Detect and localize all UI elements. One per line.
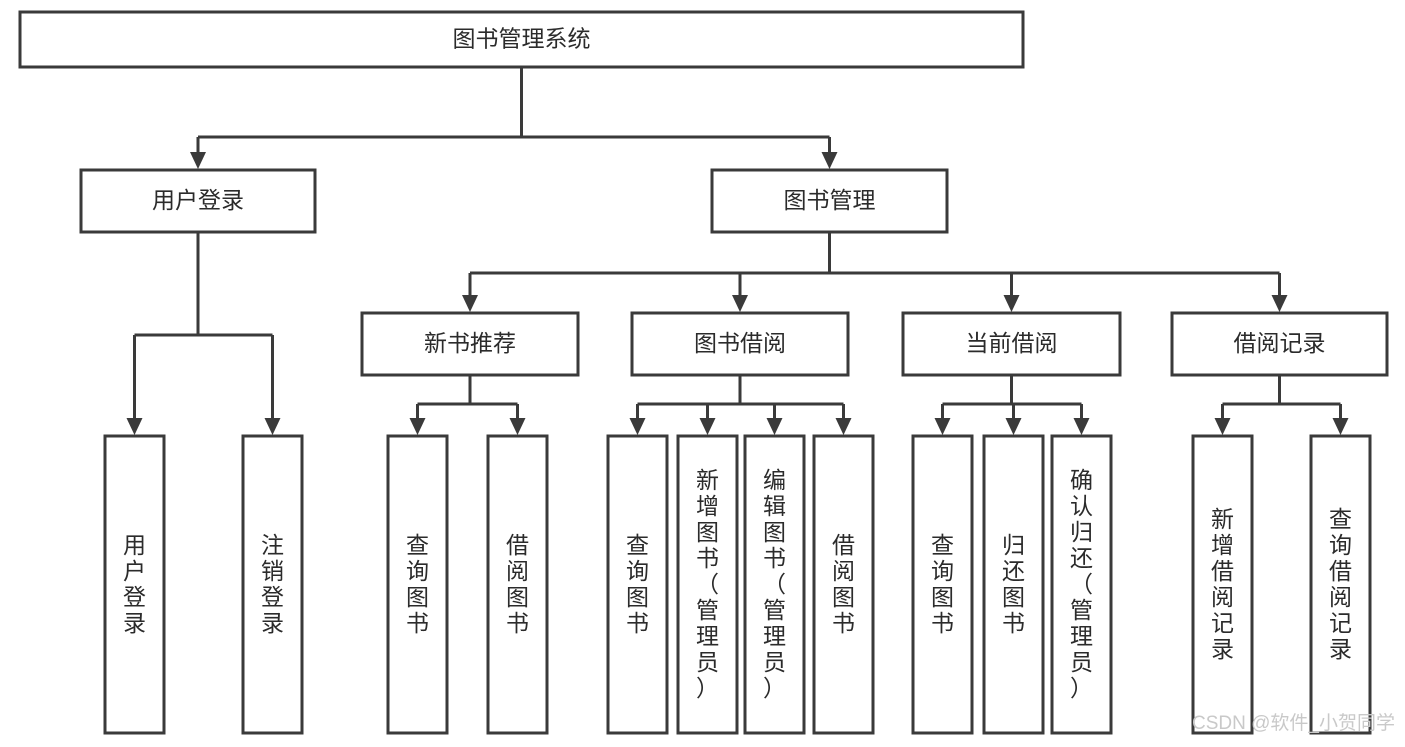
node-box-new-book-recommend[interactable] bbox=[360, 311, 580, 377]
connector-arrow-icon bbox=[1332, 418, 1349, 435]
node-label-leaf-query-books-borrow: 查询图书 bbox=[626, 532, 649, 636]
node-leaf-edit-book-admin[interactable]: 编辑图书（管理员） bbox=[743, 434, 806, 735]
node-current-borrow[interactable]: 当前借阅 bbox=[901, 311, 1122, 377]
node-leaf-add-book-admin[interactable]: 新增图书（管理员） bbox=[676, 434, 739, 735]
node-label-leaf-confirm-return-admin: 确认归还（管理员） bbox=[1070, 467, 1093, 701]
node-box-book-borrow[interactable] bbox=[630, 311, 850, 377]
node-box-leaf-query-books-recommend[interactable] bbox=[386, 434, 449, 735]
connector-arrow-icon bbox=[1005, 418, 1022, 435]
connector-arrow-icon bbox=[1214, 418, 1231, 435]
node-box-leaf-add-borrow-record[interactable] bbox=[1191, 434, 1254, 735]
node-label-leaf-borrow-books-recommend: 借阅图书 bbox=[506, 532, 529, 636]
node-leaf-query-books-current[interactable]: 查询图书 bbox=[911, 434, 974, 735]
node-leaf-borrow-books-borrow[interactable]: 借阅图书 bbox=[812, 434, 875, 735]
node-box-leaf-return-books[interactable] bbox=[982, 434, 1045, 735]
node-user-login[interactable]: 用户登录 bbox=[79, 168, 317, 234]
node-label-borrow-record: 借阅记录 bbox=[1234, 330, 1326, 356]
connector-arrow-icon bbox=[766, 418, 783, 435]
connector-arrow-icon bbox=[409, 418, 426, 435]
node-box-leaf-borrow-books-recommend[interactable] bbox=[486, 434, 549, 735]
node-label-book-borrow: 图书借阅 bbox=[694, 330, 786, 356]
node-leaf-borrow-books-recommend[interactable]: 借阅图书 bbox=[486, 434, 549, 735]
node-box-leaf-edit-book-admin[interactable] bbox=[743, 434, 806, 735]
node-box-leaf-add-book-admin[interactable] bbox=[676, 434, 739, 735]
node-leaf-user-login[interactable]: 用户登录 bbox=[103, 434, 166, 735]
connector-arrow-icon bbox=[699, 418, 716, 435]
node-root[interactable]: 图书管理系统 bbox=[18, 10, 1025, 69]
node-leaf-logout-login[interactable]: 注销登录 bbox=[241, 434, 304, 735]
connector-arrow-icon bbox=[835, 418, 852, 435]
connector-arrow-icon bbox=[190, 152, 206, 169]
node-box-leaf-query-borrow-record[interactable] bbox=[1309, 434, 1372, 735]
node-label-book-management: 图书管理 bbox=[784, 187, 876, 213]
node-label-leaf-add-borrow-record: 新增借阅记录 bbox=[1211, 506, 1234, 662]
node-box-root[interactable] bbox=[18, 10, 1025, 69]
connector-arrow-icon bbox=[264, 418, 281, 435]
connector-arrow-icon bbox=[1003, 295, 1020, 312]
node-box-book-management[interactable] bbox=[710, 168, 949, 234]
node-borrow-record[interactable]: 借阅记录 bbox=[1170, 311, 1389, 377]
node-label-new-book-recommend: 新书推荐 bbox=[424, 330, 516, 356]
node-label-current-borrow: 当前借阅 bbox=[966, 330, 1058, 356]
node-leaf-add-borrow-record[interactable]: 新增借阅记录 bbox=[1191, 434, 1254, 735]
node-book-borrow[interactable]: 图书借阅 bbox=[630, 311, 850, 377]
node-box-leaf-user-login[interactable] bbox=[103, 434, 166, 735]
node-label-leaf-edit-book-admin: 编辑图书（管理员） bbox=[763, 467, 786, 701]
connector-arrow-icon bbox=[509, 418, 526, 435]
connectors-layer bbox=[126, 67, 1349, 435]
nodes-layer: 图书管理系统用户登录图书管理新书推荐图书借阅当前借阅借阅记录用户登录注销登录查询… bbox=[18, 10, 1389, 735]
connector-arrow-icon bbox=[1271, 295, 1288, 312]
node-leaf-confirm-return-admin[interactable]: 确认归还（管理员） bbox=[1050, 434, 1113, 735]
node-label-leaf-query-books-current: 查询图书 bbox=[931, 532, 954, 636]
node-label-leaf-return-books: 归还图书 bbox=[1002, 532, 1025, 636]
node-new-book-recommend[interactable]: 新书推荐 bbox=[360, 311, 580, 377]
node-box-current-borrow[interactable] bbox=[901, 311, 1122, 377]
connector-arrow-icon bbox=[1073, 418, 1090, 435]
node-label-leaf-user-login: 用户登录 bbox=[123, 532, 146, 636]
node-box-user-login[interactable] bbox=[79, 168, 317, 234]
node-box-borrow-record[interactable] bbox=[1170, 311, 1389, 377]
node-box-leaf-query-books-borrow[interactable] bbox=[606, 434, 669, 735]
connector-arrow-icon bbox=[934, 418, 951, 435]
connector-arrow-icon bbox=[126, 418, 143, 435]
node-label-leaf-borrow-books-borrow: 借阅图书 bbox=[832, 532, 855, 636]
node-label-root: 图书管理系统 bbox=[453, 26, 591, 52]
connector-arrow-icon bbox=[821, 152, 838, 169]
node-box-leaf-logout-login[interactable] bbox=[241, 434, 304, 735]
connector-arrow-icon bbox=[732, 295, 748, 312]
node-label-leaf-add-book-admin: 新增图书（管理员） bbox=[696, 467, 719, 701]
node-box-leaf-query-books-current[interactable] bbox=[911, 434, 974, 735]
node-box-leaf-borrow-books-borrow[interactable] bbox=[812, 434, 875, 735]
csdn-watermark: CSDN @软件_小贺同学 bbox=[1192, 712, 1395, 734]
node-label-leaf-query-books-recommend: 查询图书 bbox=[406, 532, 429, 636]
node-label-leaf-logout-login: 注销登录 bbox=[261, 532, 284, 636]
node-label-user-login: 用户登录 bbox=[152, 187, 244, 213]
connector-arrow-icon bbox=[462, 295, 478, 312]
node-leaf-query-books-borrow[interactable]: 查询图书 bbox=[606, 434, 669, 735]
node-box-leaf-confirm-return-admin[interactable] bbox=[1050, 434, 1113, 735]
node-leaf-query-books-recommend[interactable]: 查询图书 bbox=[386, 434, 449, 735]
node-label-leaf-query-borrow-record: 查询借阅记录 bbox=[1329, 506, 1352, 662]
node-leaf-query-borrow-record[interactable]: 查询借阅记录 bbox=[1309, 434, 1372, 735]
connector-arrow-icon bbox=[629, 418, 646, 435]
node-book-management[interactable]: 图书管理 bbox=[710, 168, 949, 234]
node-leaf-return-books[interactable]: 归还图书 bbox=[982, 434, 1045, 735]
